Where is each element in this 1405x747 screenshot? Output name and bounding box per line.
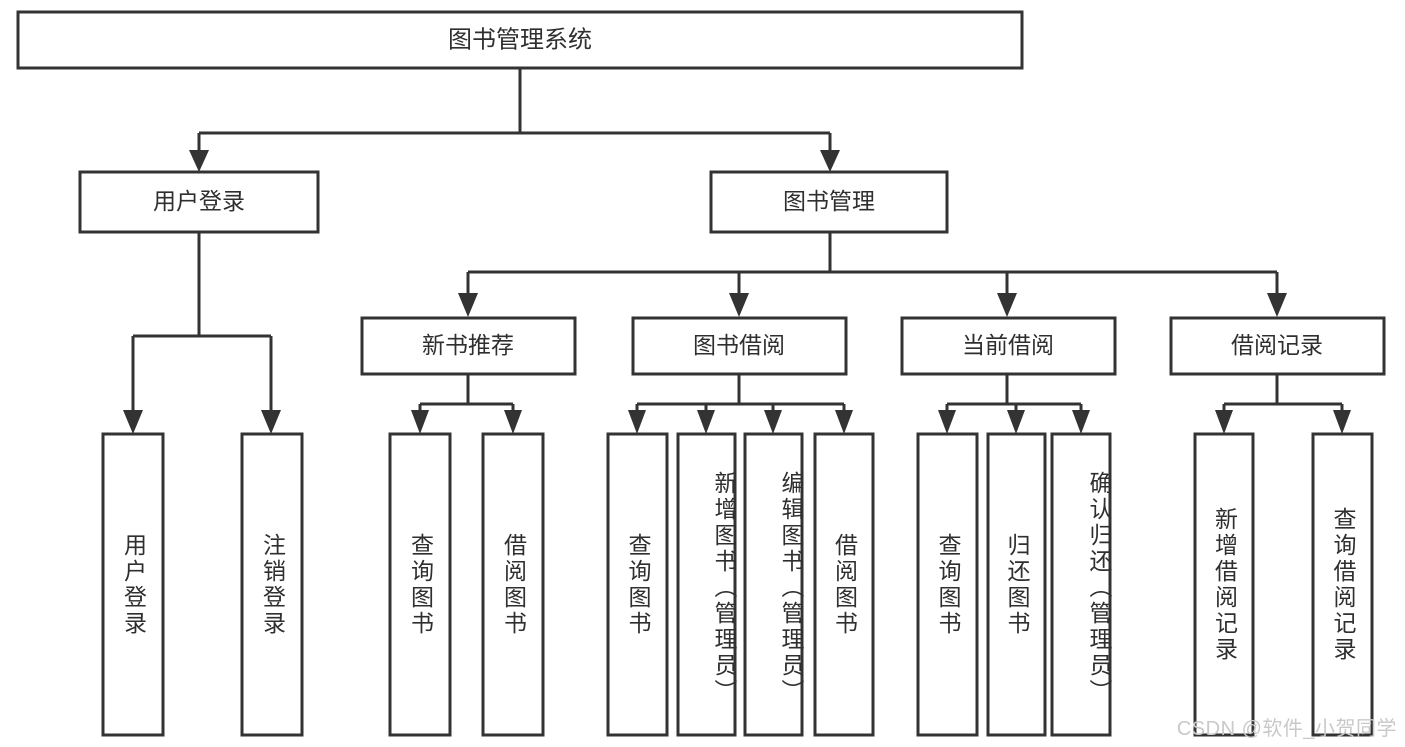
arrow-head-leaf-return-book [1007, 410, 1025, 434]
arrow-head-new-book-recommend [458, 293, 478, 317]
connector-group-user-login [123, 232, 281, 434]
node-leaf-add-book-box[interactable] [676, 432, 737, 737]
arrow-head-leaf-borrow-book-2 [835, 410, 853, 434]
node-current-borrow[interactable]: 当前借阅 [900, 316, 1117, 376]
leaf-box-group [101, 432, 1374, 737]
node-leaf-edit-book-box[interactable] [743, 432, 804, 737]
node-new-book-recommend-label: 新书推荐 [422, 332, 514, 358]
node-root-label: 图书管理系统 [448, 26, 592, 53]
arrow-head-leaf-query-book-2 [628, 410, 646, 434]
node-book-borrow-box[interactable] [631, 316, 848, 376]
node-book-borrow[interactable]: 图书借阅 [631, 316, 848, 376]
connector-group-book-management [458, 232, 1287, 317]
node-borrow-record-box[interactable] [1169, 316, 1386, 376]
node-leaf-query-book-1-box[interactable] [388, 432, 452, 737]
node-user-login[interactable]: 用户登录 [78, 170, 320, 234]
connector-group-book-borrow [628, 374, 853, 434]
arrow-head-leaf-user-login [123, 410, 143, 434]
node-leaf-return-book-box[interactable] [986, 432, 1047, 737]
node-current-borrow-box[interactable] [900, 316, 1117, 376]
node-leaf-logout-login-box[interactable] [240, 432, 304, 737]
arrow-head-leaf-edit-book [764, 410, 782, 434]
node-current-borrow-label: 当前借阅 [962, 332, 1054, 358]
node-user-login-box[interactable] [78, 170, 320, 234]
arrow-head-leaf-confirm-return [1072, 410, 1090, 434]
arrow-head-leaf-add-record [1215, 410, 1233, 434]
arrow-head-current-borrow [997, 293, 1017, 317]
arrow-head-borrow-record [1267, 293, 1287, 317]
node-leaf-confirm-return-box[interactable] [1050, 432, 1112, 737]
node-borrow-record[interactable]: 借阅记录 [1169, 316, 1386, 376]
arrow-head-leaf-query-book-3 [938, 410, 956, 434]
node-root-box[interactable] [16, 10, 1024, 70]
node-book-management-box[interactable] [709, 170, 949, 234]
arrow-head-leaf-logout-login [261, 410, 281, 434]
node-borrow-record-label: 借阅记录 [1231, 332, 1323, 358]
csdn-watermark: CSDN @软件_小贺同学 [1176, 718, 1397, 740]
node-leaf-query-record-box[interactable] [1311, 432, 1374, 737]
connector-group-new-book-recommend [411, 374, 522, 434]
node-leaf-add-record-box[interactable] [1193, 432, 1255, 737]
node-book-management-label: 图书管理 [783, 188, 875, 214]
node-leaf-borrow-book-2-box[interactable] [813, 432, 875, 737]
node-user-login-label: 用户登录 [153, 188, 245, 214]
arrow-head-book-management [820, 150, 840, 172]
node-leaf-borrow-book-1-box[interactable] [481, 432, 545, 737]
arrow-head-leaf-add-book [697, 410, 715, 434]
node-leaf-query-book-2-box[interactable] [606, 432, 669, 737]
arrow-head-book-borrow [729, 293, 749, 317]
node-book-management[interactable]: 图书管理 [709, 170, 949, 234]
arrow-head-leaf-query-record [1333, 410, 1351, 434]
connector-group-current-borrow [938, 374, 1090, 434]
arrow-head-leaf-borrow-book-1 [504, 410, 522, 434]
node-root[interactable]: 图书管理系统 [16, 10, 1024, 70]
connector-group-borrow-record [1215, 374, 1351, 434]
arrow-head-user-login [189, 150, 209, 172]
node-leaf-query-book-3-box[interactable] [916, 432, 979, 737]
node-book-borrow-label: 图书借阅 [693, 332, 785, 358]
node-leaf-user-login-box[interactable] [101, 432, 165, 737]
arrow-head-leaf-query-book-1 [411, 410, 429, 434]
node-new-book-recommend-box[interactable] [360, 316, 577, 376]
connector-group-root [189, 68, 840, 172]
node-new-book-recommend[interactable]: 新书推荐 [360, 316, 577, 376]
